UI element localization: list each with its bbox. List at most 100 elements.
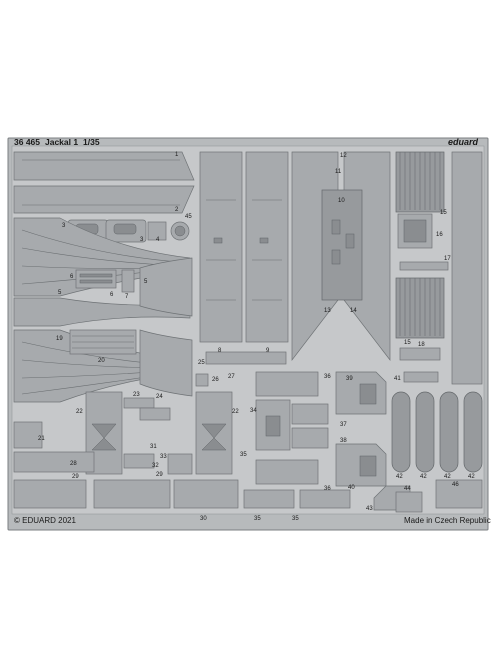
part-36-top: [255, 371, 319, 397]
part-24: [139, 407, 171, 421]
part-number: 42: [420, 474, 427, 480]
part-number: 35: [240, 452, 247, 458]
part-number: 22: [232, 409, 239, 415]
origin-text: Made in Czech Republic: [404, 516, 491, 525]
part-number: 31: [150, 444, 157, 450]
part-7: [121, 269, 135, 293]
part-number: 3: [62, 223, 66, 229]
part-number: 10: [338, 198, 345, 204]
part-number: 6: [110, 292, 114, 298]
part-number: 37: [340, 422, 347, 428]
part-number: 42: [468, 474, 475, 480]
part-number: 5: [144, 279, 148, 285]
part-46-row: [435, 479, 483, 509]
part-number: 35: [292, 516, 299, 522]
part-number: 17: [444, 256, 451, 262]
part-number: 30: [200, 516, 207, 522]
part-number: 33: [160, 454, 167, 460]
part-number: 1: [175, 152, 179, 158]
part-42-c: [439, 391, 459, 473]
part-number: 44: [404, 486, 411, 492]
part-31-row: [173, 479, 239, 509]
part-number: 22: [76, 409, 83, 415]
part-1: [13, 151, 195, 181]
part-number: 32: [152, 463, 159, 469]
part-number: 29: [156, 472, 163, 478]
part-number: 27: [228, 374, 235, 380]
part-number: 46: [452, 482, 459, 488]
part-38: [291, 427, 329, 449]
part-number: 12: [340, 153, 347, 159]
kit-name: Jackal 1: [45, 137, 78, 147]
part-number: 36: [324, 374, 331, 380]
part-number: 42: [396, 474, 403, 480]
part-30-row: [93, 479, 171, 509]
part-number: 34: [250, 408, 257, 414]
part-19-right: [139, 329, 193, 397]
part-36-bottom: [255, 459, 319, 485]
part-42-d: [463, 391, 483, 473]
part-number: 15: [440, 210, 447, 216]
part-number: 43: [366, 506, 373, 512]
part-26: [195, 373, 209, 387]
part-number: 39: [346, 376, 353, 382]
right-tall-bar: [451, 151, 483, 385]
part-2: [13, 185, 195, 214]
part-number: 11: [335, 169, 342, 175]
part-37: [291, 403, 329, 425]
part-number: 26: [212, 377, 219, 383]
part-number-labels: 1 2 3 3 4 5 5 6 6 7 8 9 10 11 12 13 14 1…: [38, 152, 475, 522]
part-6: [75, 269, 117, 289]
part-number: 14: [350, 308, 357, 314]
part-number: 3: [140, 237, 144, 243]
part-number: 28: [70, 461, 77, 467]
part-35-row-a: [243, 489, 295, 509]
bellows-middle: [13, 297, 191, 327]
part-number: 13: [324, 308, 331, 314]
part-42-b: [415, 391, 435, 473]
part-number: 24: [156, 394, 163, 400]
copyright-text: © EDUARD 2021: [14, 516, 76, 525]
kit-scale: 1/35: [83, 137, 100, 147]
part-number: 45: [185, 214, 192, 220]
part-8: [199, 151, 243, 343]
part-4: [147, 221, 167, 241]
part-29-row: [13, 479, 87, 509]
part-number: 7: [125, 294, 129, 300]
part-number: 8: [218, 348, 222, 354]
part-28-bottom: [13, 451, 95, 473]
part-number: 38: [340, 438, 347, 444]
part-number: 35: [254, 516, 261, 522]
part-33: [167, 453, 193, 475]
part-number: 36: [324, 486, 331, 492]
part-number: 4: [156, 237, 160, 243]
kit-code: 36 465: [14, 137, 40, 147]
part-number: 19: [56, 336, 63, 342]
part-5-right: [139, 257, 193, 317]
part-number: 5: [58, 290, 62, 296]
part-number: 23: [133, 392, 140, 398]
part-number: 20: [98, 358, 105, 364]
part-9: [245, 151, 289, 343]
part-23: [123, 397, 155, 409]
part-number: 25: [198, 360, 205, 366]
part-42-a: [391, 391, 411, 473]
part-25: [205, 351, 287, 365]
part-number: 6: [70, 274, 74, 280]
vent-slats-top: [399, 152, 441, 210]
part-number: 29: [72, 474, 79, 480]
part-number: 16: [436, 232, 443, 238]
part-number: 9: [266, 348, 270, 354]
part-number: 18: [418, 342, 425, 348]
brand-logo: eduard: [448, 137, 479, 147]
part-10: [321, 189, 363, 301]
part-number: 2: [175, 207, 179, 213]
part-17: [399, 261, 449, 271]
part-number: 40: [348, 485, 355, 491]
part-35-row-b: [299, 489, 351, 509]
part-number: 41: [394, 376, 401, 382]
part-18: [399, 347, 441, 361]
part-number: 42: [444, 474, 451, 480]
part-44: [395, 491, 423, 513]
